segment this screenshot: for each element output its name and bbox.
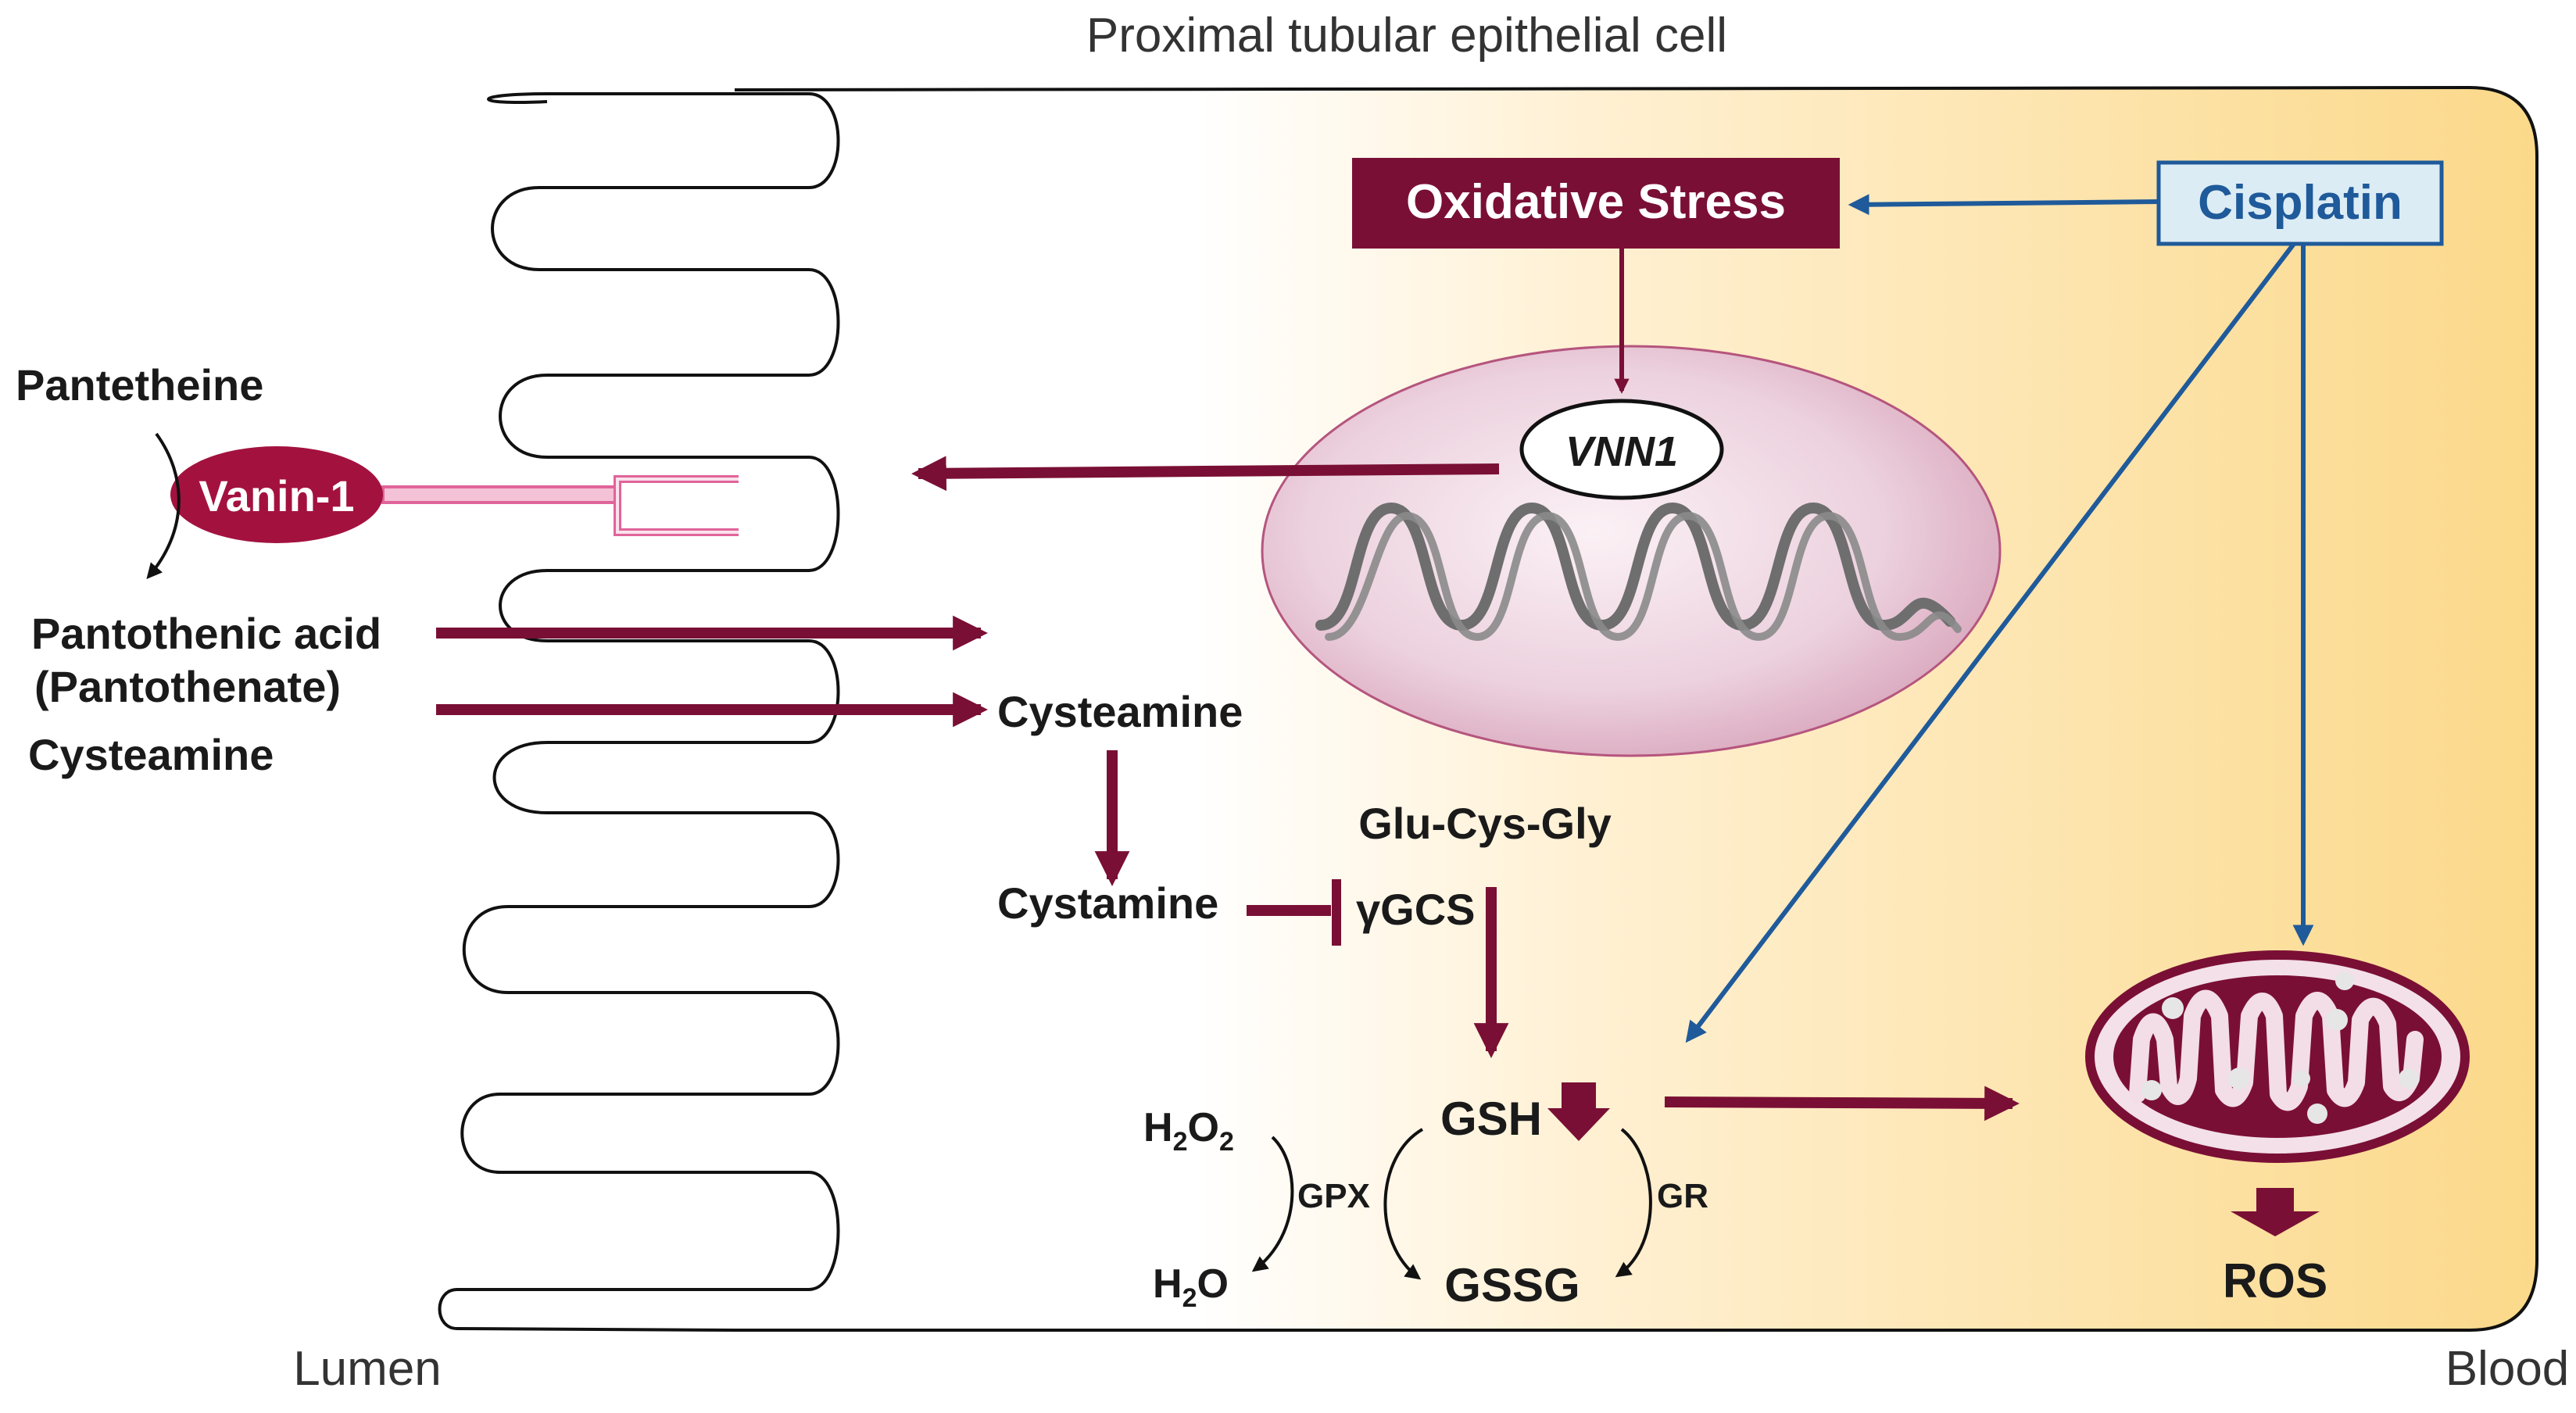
cisplatin-to-gsh-arrow (1685, 242, 2296, 1043)
pantetheine-label: Pantetheine (16, 360, 263, 410)
gsh-label: GSH (1440, 1093, 1542, 1145)
cisplatin-label: Cisplatin (2198, 176, 2402, 230)
ros-label: ROS (2223, 1254, 2327, 1308)
mitochondrion-granule (2326, 1009, 2348, 1031)
cisplatin-box (2156, 160, 2444, 246)
vanin1-anchor-inner (616, 478, 739, 534)
vanin1-anchor (614, 475, 739, 536)
ygcs-label: γGCS (1356, 885, 1476, 934)
gr-arrow (1615, 1128, 1652, 1278)
mitochondrion-granule (2307, 1104, 2327, 1124)
gssg-label: GSSG (1444, 1259, 1580, 1311)
pantetheine-conversion-arrow (146, 432, 181, 580)
mitochondrion-granule (2162, 997, 2184, 1019)
dna-strand-2 (1325, 511, 1962, 642)
ros-output-arrow (2231, 1188, 2320, 1236)
gsh-decrease-arrow (1547, 1082, 1610, 1141)
mitochondrion-granule (2293, 1070, 2310, 1087)
pantothenic-acid-label: Pantothenic acid (31, 609, 381, 658)
nucleus (1261, 345, 2002, 757)
cysteamine-cell-label: Cysteamine (997, 687, 1243, 736)
cisplatin-to-oxidative-arrow (1848, 194, 2159, 216)
cystamine-label: Cystamine (997, 878, 1218, 928)
cell-title: Proximal tubular epithelial cell (1086, 9, 1727, 63)
mitochondrion-granule (2399, 1068, 2419, 1089)
mitochondrion-granule (2141, 1080, 2162, 1100)
gsh-to-mitochondria-arrow (1664, 1086, 2020, 1121)
h2o-label: H2O (1153, 1261, 1229, 1313)
mitochondrion-granule (2228, 1068, 2250, 1089)
dna-strand (1315, 502, 1955, 631)
cysteamine-lumen-label: Cysteamine (28, 730, 274, 779)
mitochondrion-granule (2335, 971, 2354, 990)
gpx-arrow (1383, 1128, 1424, 1280)
lumen-label: Lumen (293, 1342, 442, 1396)
oxidative-stress-box (1352, 158, 1840, 249)
glu-cys-gly-label: Glu-Cys-Gly (1358, 799, 1612, 848)
gr-label: GR (1657, 1177, 1708, 1215)
h2o2-label: H2O2 (1143, 1105, 1234, 1157)
mitochondrion-cristae (2129, 989, 2424, 1111)
vnn1-gene-label: VNN1 (1565, 428, 1678, 475)
vanin1-enzyme (170, 446, 383, 543)
oxidative-stress-label: Oxidative Stress (1406, 175, 1786, 229)
blood-label: Blood (2445, 1342, 2570, 1396)
vnn1-gene-oval (1519, 399, 1724, 500)
h2o2-conversion-arrow (1251, 1136, 1294, 1272)
vanin1-label: Vanin-1 (199, 471, 354, 520)
vanin1-stalk (381, 485, 619, 504)
pantothenate-label: (Pantothenate) (34, 662, 341, 711)
gpx-label: GPX (1297, 1177, 1370, 1215)
vnn1-to-membrane-arrow (911, 456, 1500, 492)
